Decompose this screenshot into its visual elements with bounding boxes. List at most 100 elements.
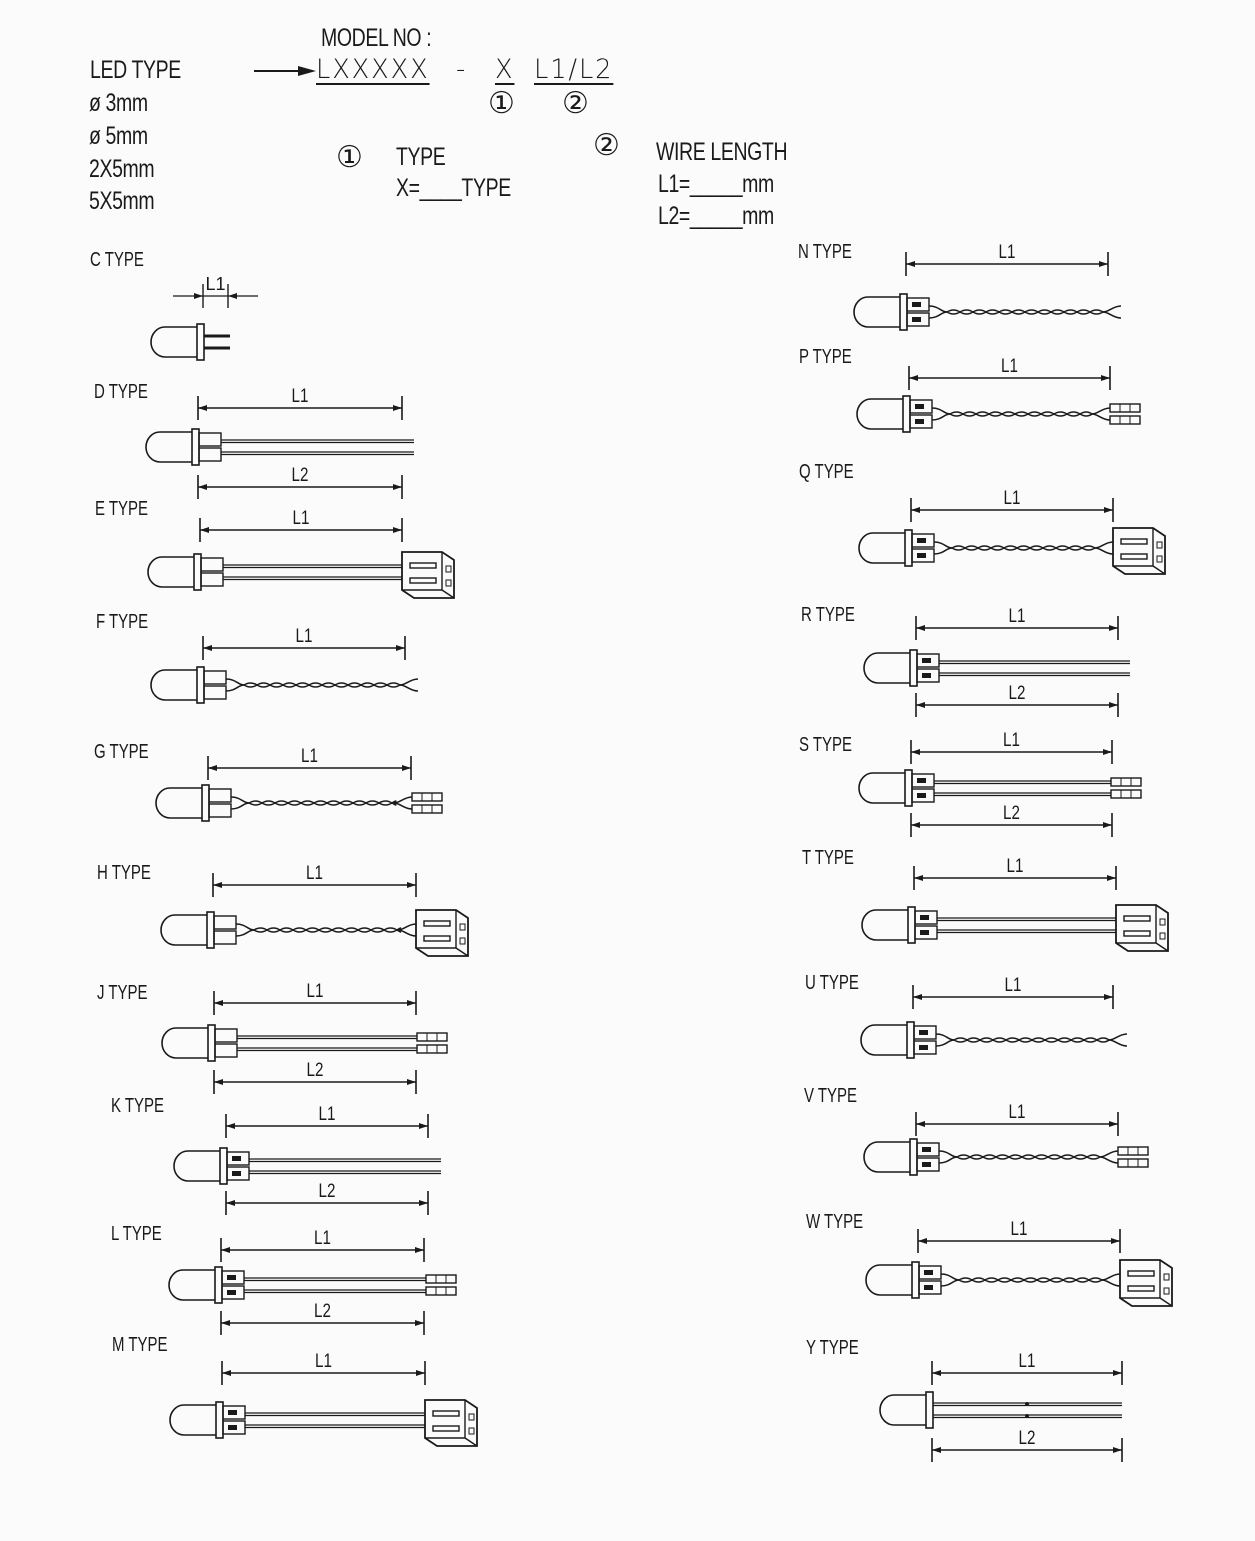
wire-leads xyxy=(933,1402,1122,1419)
type-label: V TYPE xyxy=(804,1084,857,1107)
wire-type-u: U TYPE L1 xyxy=(805,971,1128,1059)
wire-section-title: WIRE LENGTH xyxy=(656,138,788,166)
led-type-item: 5X5mm xyxy=(89,187,155,215)
led-icon xyxy=(160,911,237,949)
crimp-terminal-icon xyxy=(425,1274,457,1296)
wire-leads xyxy=(235,923,417,937)
wire-leads xyxy=(928,305,1122,319)
type-label: C TYPE xyxy=(90,248,144,271)
type-label: W TYPE xyxy=(806,1210,863,1233)
type-label: R TYPE xyxy=(801,603,855,626)
wire-l2-line: L2=_____mm xyxy=(658,202,774,230)
wire-leads xyxy=(221,439,414,456)
wire-leads xyxy=(931,407,1111,421)
dimension-label-l1: L1 xyxy=(315,1349,332,1371)
dimension-label-l2: L2 xyxy=(1003,801,1020,823)
wire-leads xyxy=(938,1150,1119,1164)
connector-housing-icon xyxy=(401,551,455,599)
dimension-label-l1: L1 xyxy=(319,1102,336,1124)
wire-leads xyxy=(204,334,230,350)
led-icon xyxy=(858,529,935,567)
type-label: K TYPE xyxy=(111,1094,164,1117)
dimension-label-l1: L1 xyxy=(301,744,318,766)
dimension-label-l2: L2 xyxy=(1019,1426,1036,1448)
type-label: L TYPE xyxy=(111,1222,162,1245)
dimension-label-l1: L1 xyxy=(292,384,309,406)
led-icon xyxy=(860,1021,937,1059)
type-label: S TYPE xyxy=(799,733,852,756)
type-label: E TYPE xyxy=(95,497,148,520)
dimension-label-l1: L1 xyxy=(999,240,1016,262)
led-icon xyxy=(150,666,227,704)
dimension-label-l1: L1 xyxy=(296,624,313,646)
wire-leads xyxy=(934,780,1111,797)
model-dash: - xyxy=(456,54,468,85)
connector-housing-icon xyxy=(415,909,469,957)
led-icon xyxy=(853,293,930,331)
dimension-label-l1: L1 xyxy=(1004,486,1021,508)
dimension-label-l2: L2 xyxy=(314,1299,331,1321)
crimp-terminal-icon xyxy=(1117,1146,1149,1168)
led-icon xyxy=(863,649,940,687)
arrow-icon xyxy=(254,66,316,76)
wire-leads xyxy=(249,1158,441,1175)
wire-leads xyxy=(937,917,1116,934)
dimension-label-l1: L1 xyxy=(307,979,324,1001)
type-label: F TYPE xyxy=(96,610,148,633)
led-icon xyxy=(861,906,938,944)
dimension-label-l2: L2 xyxy=(319,1179,336,1201)
type-label: J TYPE xyxy=(97,981,148,1004)
dimension-label-l1: L1 xyxy=(1007,854,1024,876)
led-icon xyxy=(168,1266,245,1304)
crimp-terminal-icon xyxy=(1109,403,1141,425)
dimension-label-l1: L1 xyxy=(1011,1217,1028,1239)
dimension-label-l1: L1 xyxy=(1009,604,1026,626)
led-icon xyxy=(863,1138,940,1176)
dimension-label-l1: L1 xyxy=(1019,1349,1036,1371)
dimension-label-l1: L1 xyxy=(1009,1100,1026,1122)
type-label: P TYPE xyxy=(799,345,852,368)
wire-type-t: T TYPE L1 xyxy=(802,846,1169,952)
led-icon xyxy=(150,323,205,361)
dimension-label-l2: L2 xyxy=(1009,681,1026,703)
type-label: T TYPE xyxy=(802,846,854,869)
dimension-label-l1: L1 xyxy=(1001,354,1018,376)
wire-leads xyxy=(935,1033,1128,1047)
wire-leads xyxy=(223,564,402,581)
wire-leads xyxy=(237,1035,417,1052)
wire-type-v: V TYPE L1 xyxy=(804,1084,1149,1176)
type-label: U TYPE xyxy=(805,971,859,994)
dimension-label-l1: L1 xyxy=(314,1226,331,1248)
type-label: D TYPE xyxy=(94,380,148,403)
circle-2-marker: ② xyxy=(562,86,589,121)
wire-type-w: W TYPE L1 xyxy=(806,1210,1173,1307)
type-label: H TYPE xyxy=(97,861,151,884)
dimension-label-l1: L1 xyxy=(306,861,323,883)
dimension-label-l2: L2 xyxy=(292,463,309,485)
led-icon xyxy=(155,784,232,822)
type-section-line: X=____TYPE xyxy=(396,174,511,202)
crimp-terminal-icon xyxy=(1110,777,1142,799)
type-label: N TYPE xyxy=(798,240,852,263)
led-icon xyxy=(161,1024,238,1062)
circle-1-marker: ① xyxy=(488,86,515,121)
wire-leads xyxy=(225,678,419,692)
wire-type-p: P TYPE L1 xyxy=(799,345,1141,433)
led-icon xyxy=(147,553,224,591)
type-section-marker: ① xyxy=(336,140,363,175)
wire-section-marker: ② xyxy=(593,128,620,163)
type-label: Y TYPE xyxy=(806,1336,859,1359)
wire-l1-line: L1=_____mm xyxy=(658,170,774,198)
led-icon xyxy=(856,395,933,433)
dimension-label-l1: L1 xyxy=(1005,973,1022,995)
crimp-terminal-icon xyxy=(411,792,443,814)
type-label: M TYPE xyxy=(112,1333,168,1356)
